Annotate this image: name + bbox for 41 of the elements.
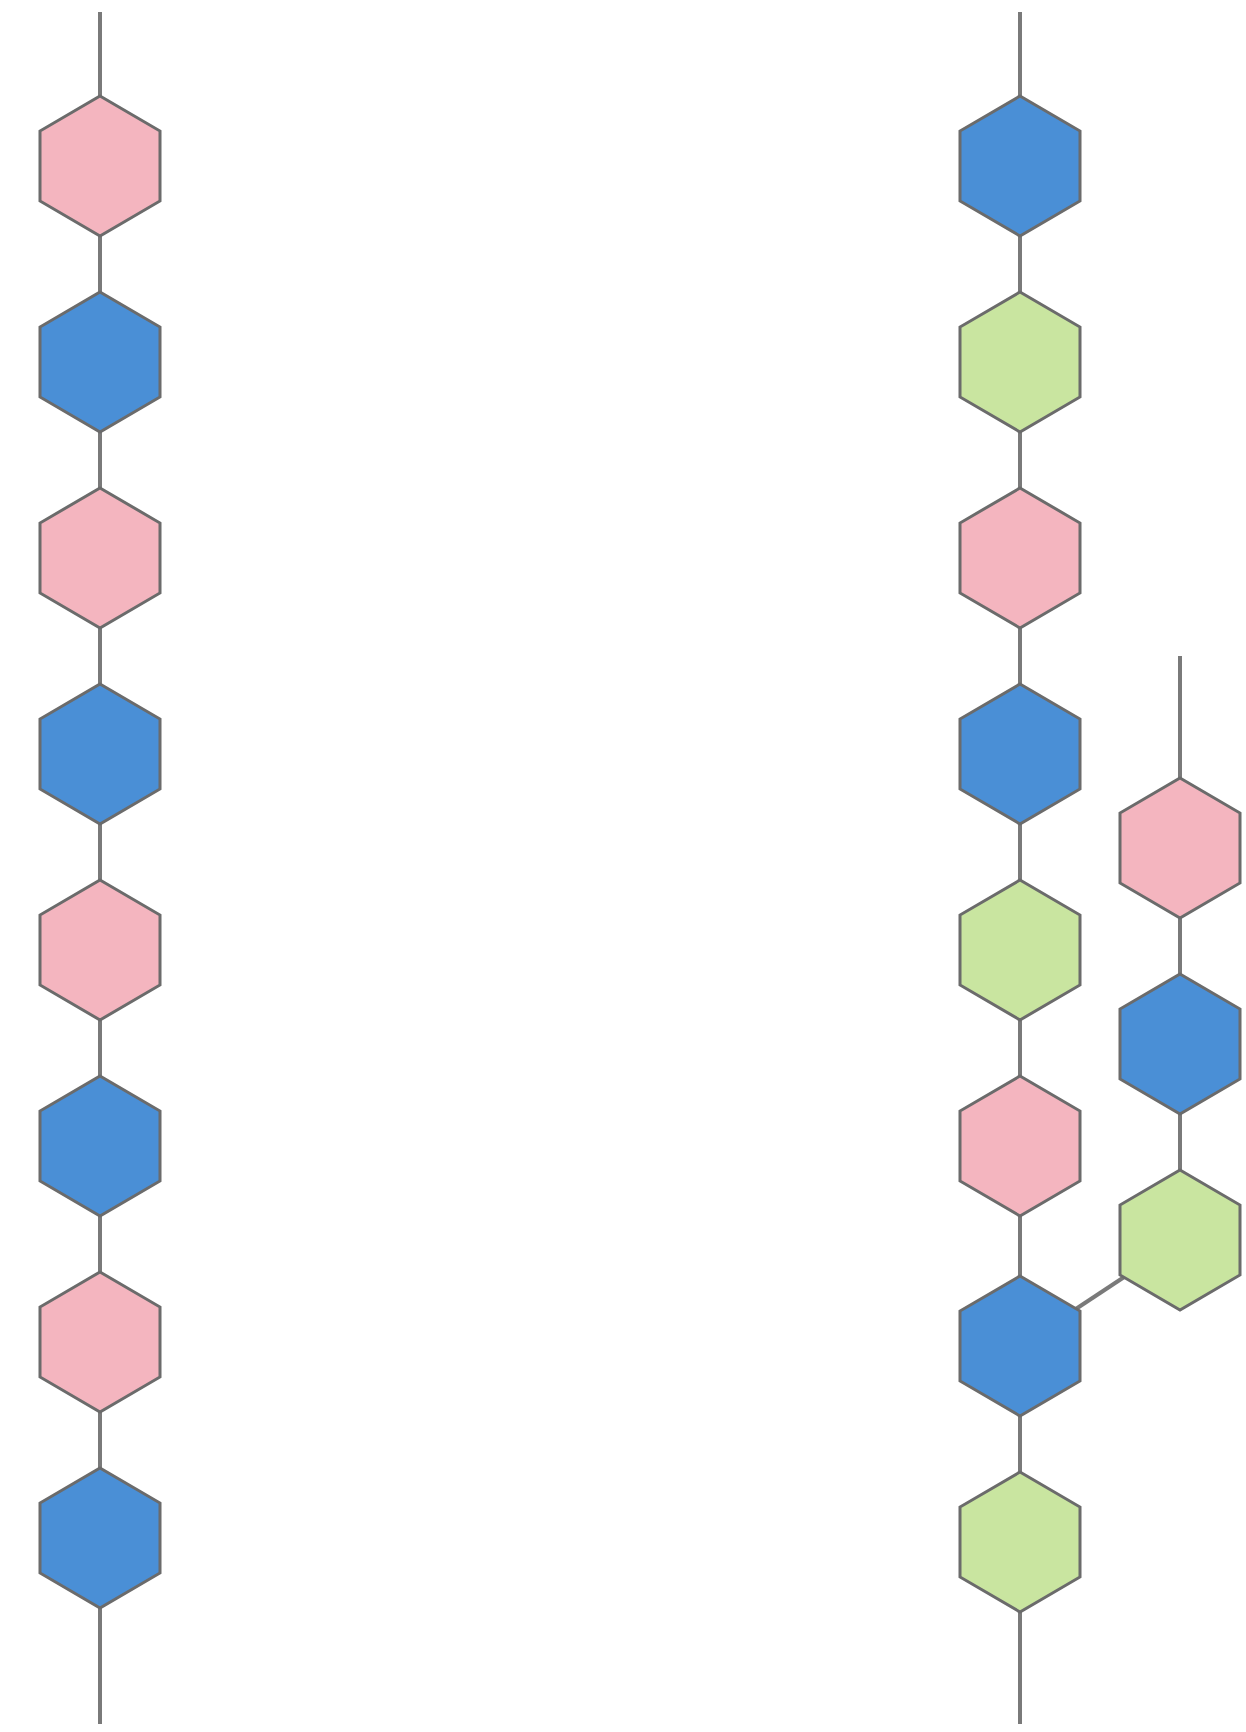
hexagon-node xyxy=(960,1472,1080,1612)
connector-line xyxy=(1018,1416,1022,1472)
hexagon-node xyxy=(40,1468,160,1608)
hexagon-node xyxy=(960,292,1080,432)
connector-line xyxy=(98,432,102,488)
hexagon-node xyxy=(40,96,160,236)
connector-line xyxy=(1018,432,1022,488)
connector-line xyxy=(98,824,102,880)
hexagon-node xyxy=(40,488,160,628)
connector-line xyxy=(98,12,102,96)
connector-line xyxy=(98,1608,102,1724)
connector-line xyxy=(1018,1216,1022,1276)
connector-line xyxy=(98,1020,102,1076)
connector-line xyxy=(1178,918,1182,974)
hexagon-node xyxy=(40,880,160,1020)
hexagon-node xyxy=(960,96,1080,236)
hexagon-node xyxy=(1120,1170,1240,1310)
connector-line xyxy=(1178,656,1182,778)
hexagon-node xyxy=(960,880,1080,1020)
connector-line xyxy=(1178,1114,1182,1170)
hexagon-node xyxy=(40,1272,160,1412)
connector-line xyxy=(98,628,102,684)
hexagon-node xyxy=(1120,974,1240,1114)
connector-line xyxy=(1018,824,1022,880)
connector-line xyxy=(98,236,102,292)
hexagon-node xyxy=(40,684,160,824)
hexagon-node xyxy=(1120,778,1240,918)
connector-line xyxy=(1018,1020,1022,1076)
connector-line xyxy=(98,1216,102,1272)
connector-line xyxy=(98,1412,102,1468)
connector-line xyxy=(1018,12,1022,96)
connector-line xyxy=(1075,1275,1125,1311)
connector-line xyxy=(1018,1612,1022,1724)
connector-line xyxy=(1018,628,1022,684)
hexagon-node xyxy=(40,1076,160,1216)
hexagon-node xyxy=(960,1076,1080,1216)
connector-line xyxy=(1018,236,1022,292)
hexagon-node xyxy=(960,684,1080,824)
hexagon-node xyxy=(960,1276,1080,1416)
hexagon-node xyxy=(960,488,1080,628)
hexagon-node xyxy=(40,292,160,432)
